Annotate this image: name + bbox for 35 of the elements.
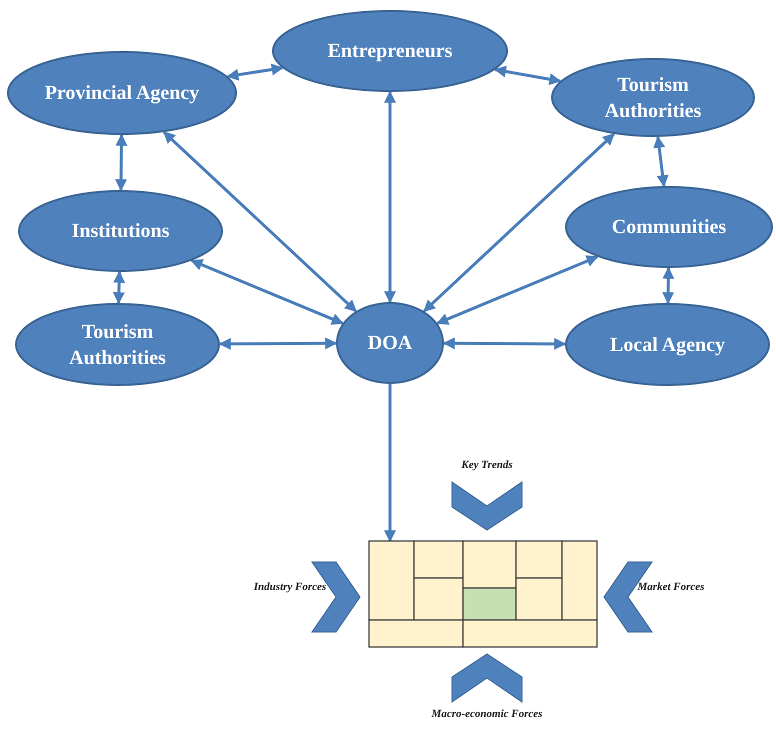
stakeholder-ellipse	[18, 190, 223, 272]
stakeholder-ellipse	[551, 58, 755, 137]
arrow	[112, 270, 126, 304]
node-label: Institutions	[70, 219, 170, 244]
arrow	[423, 132, 615, 312]
canvas-grid-drawing	[369, 541, 597, 647]
arrow	[190, 259, 344, 325]
stakeholder-ellipse	[272, 10, 508, 92]
node-label: DOA	[366, 331, 414, 356]
arrow	[442, 337, 566, 350]
node-label: Tourism Authorities	[68, 320, 167, 370]
force-label: Key Trends	[460, 458, 514, 473]
stakeholder-ellipse	[565, 186, 773, 268]
arrow	[384, 384, 396, 542]
arrow	[436, 255, 599, 325]
arrow	[494, 66, 562, 86]
node-label: Local Agency	[609, 332, 726, 358]
arrow	[162, 131, 357, 312]
arrow	[662, 266, 674, 304]
arrow	[218, 337, 338, 350]
stakeholder-ellipse	[15, 303, 220, 386]
arrow	[653, 136, 669, 188]
arrow	[384, 90, 396, 304]
node-label: Communities	[610, 215, 728, 240]
arrow	[115, 134, 128, 192]
stakeholder-ellipse	[336, 302, 444, 384]
force-label: Industry Forces	[252, 580, 328, 595]
stakeholder-ellipse	[565, 303, 770, 386]
node-label: Provincial Agency	[44, 81, 200, 106]
arrow	[226, 64, 284, 81]
node-label: Entrepreneurs	[326, 39, 454, 64]
node-label: Tourism Authorities	[604, 72, 702, 124]
force-label: Market Forces	[636, 580, 706, 595]
force-label: Macro-economic Forces	[430, 707, 544, 722]
stakeholder-ellipse	[7, 51, 237, 135]
